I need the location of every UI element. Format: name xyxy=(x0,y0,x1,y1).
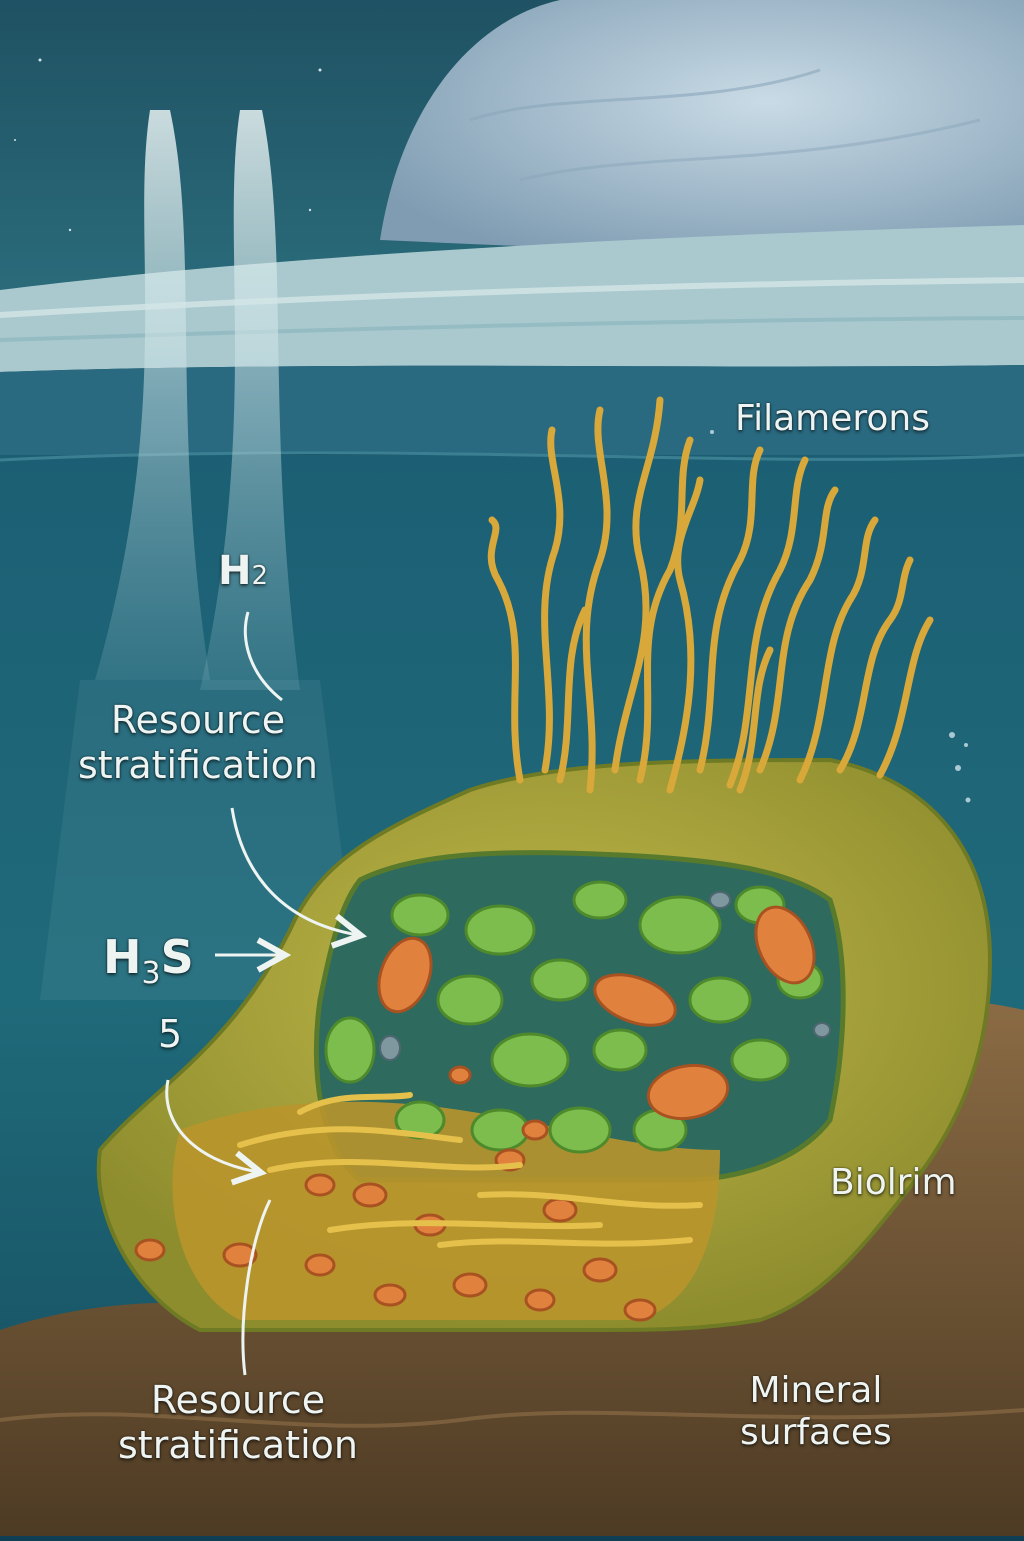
arrow-resource-top xyxy=(230,807,358,935)
h2-base: H xyxy=(218,548,252,594)
arrow-resource-bottom xyxy=(241,1199,272,1376)
vent-plume-left xyxy=(95,110,210,680)
plume-column xyxy=(40,680,360,1000)
h2-subscript: 2 xyxy=(251,561,269,591)
label-biolrim: Biolrim xyxy=(830,1162,957,1203)
mineral-line2: surfaces xyxy=(740,1412,892,1454)
label-mineral-surfaces: Mineral surfaces xyxy=(740,1370,892,1455)
arrow-h2 xyxy=(243,611,283,702)
gas-giant-planet xyxy=(380,0,1024,255)
arrow-five xyxy=(165,1079,258,1172)
star xyxy=(14,139,16,141)
star xyxy=(308,208,312,212)
star xyxy=(68,228,72,232)
gray-cells xyxy=(379,891,831,1061)
resource-top-line1: Resource xyxy=(110,698,286,742)
vent-plume-right xyxy=(200,110,300,690)
label-filamerons: Filamerons xyxy=(735,398,930,439)
label-resource-stratification-top: Resource stratification xyxy=(78,698,318,788)
h3s-subscript: 3 xyxy=(141,956,161,991)
bubbles xyxy=(710,430,971,803)
star xyxy=(318,68,322,72)
resource-bottom-line2: stratification xyxy=(118,1422,358,1467)
star xyxy=(38,58,42,62)
h3s-base: H xyxy=(103,930,142,984)
resource-top-line2: stratification xyxy=(78,742,318,787)
orange-cells xyxy=(134,905,816,1322)
lower-filaments xyxy=(237,1092,703,1248)
h3s-tail: S xyxy=(160,930,194,984)
label-h2: H2 xyxy=(218,548,268,595)
label-five: 5 xyxy=(158,1012,183,1056)
filamerons-strands xyxy=(487,396,934,794)
resource-bottom-line1: Resource xyxy=(150,1378,326,1422)
label-resource-stratification-bottom: Resource stratification xyxy=(118,1378,358,1468)
label-h3s: H3S xyxy=(103,930,194,991)
mineral-line1: Mineral xyxy=(749,1370,883,1411)
